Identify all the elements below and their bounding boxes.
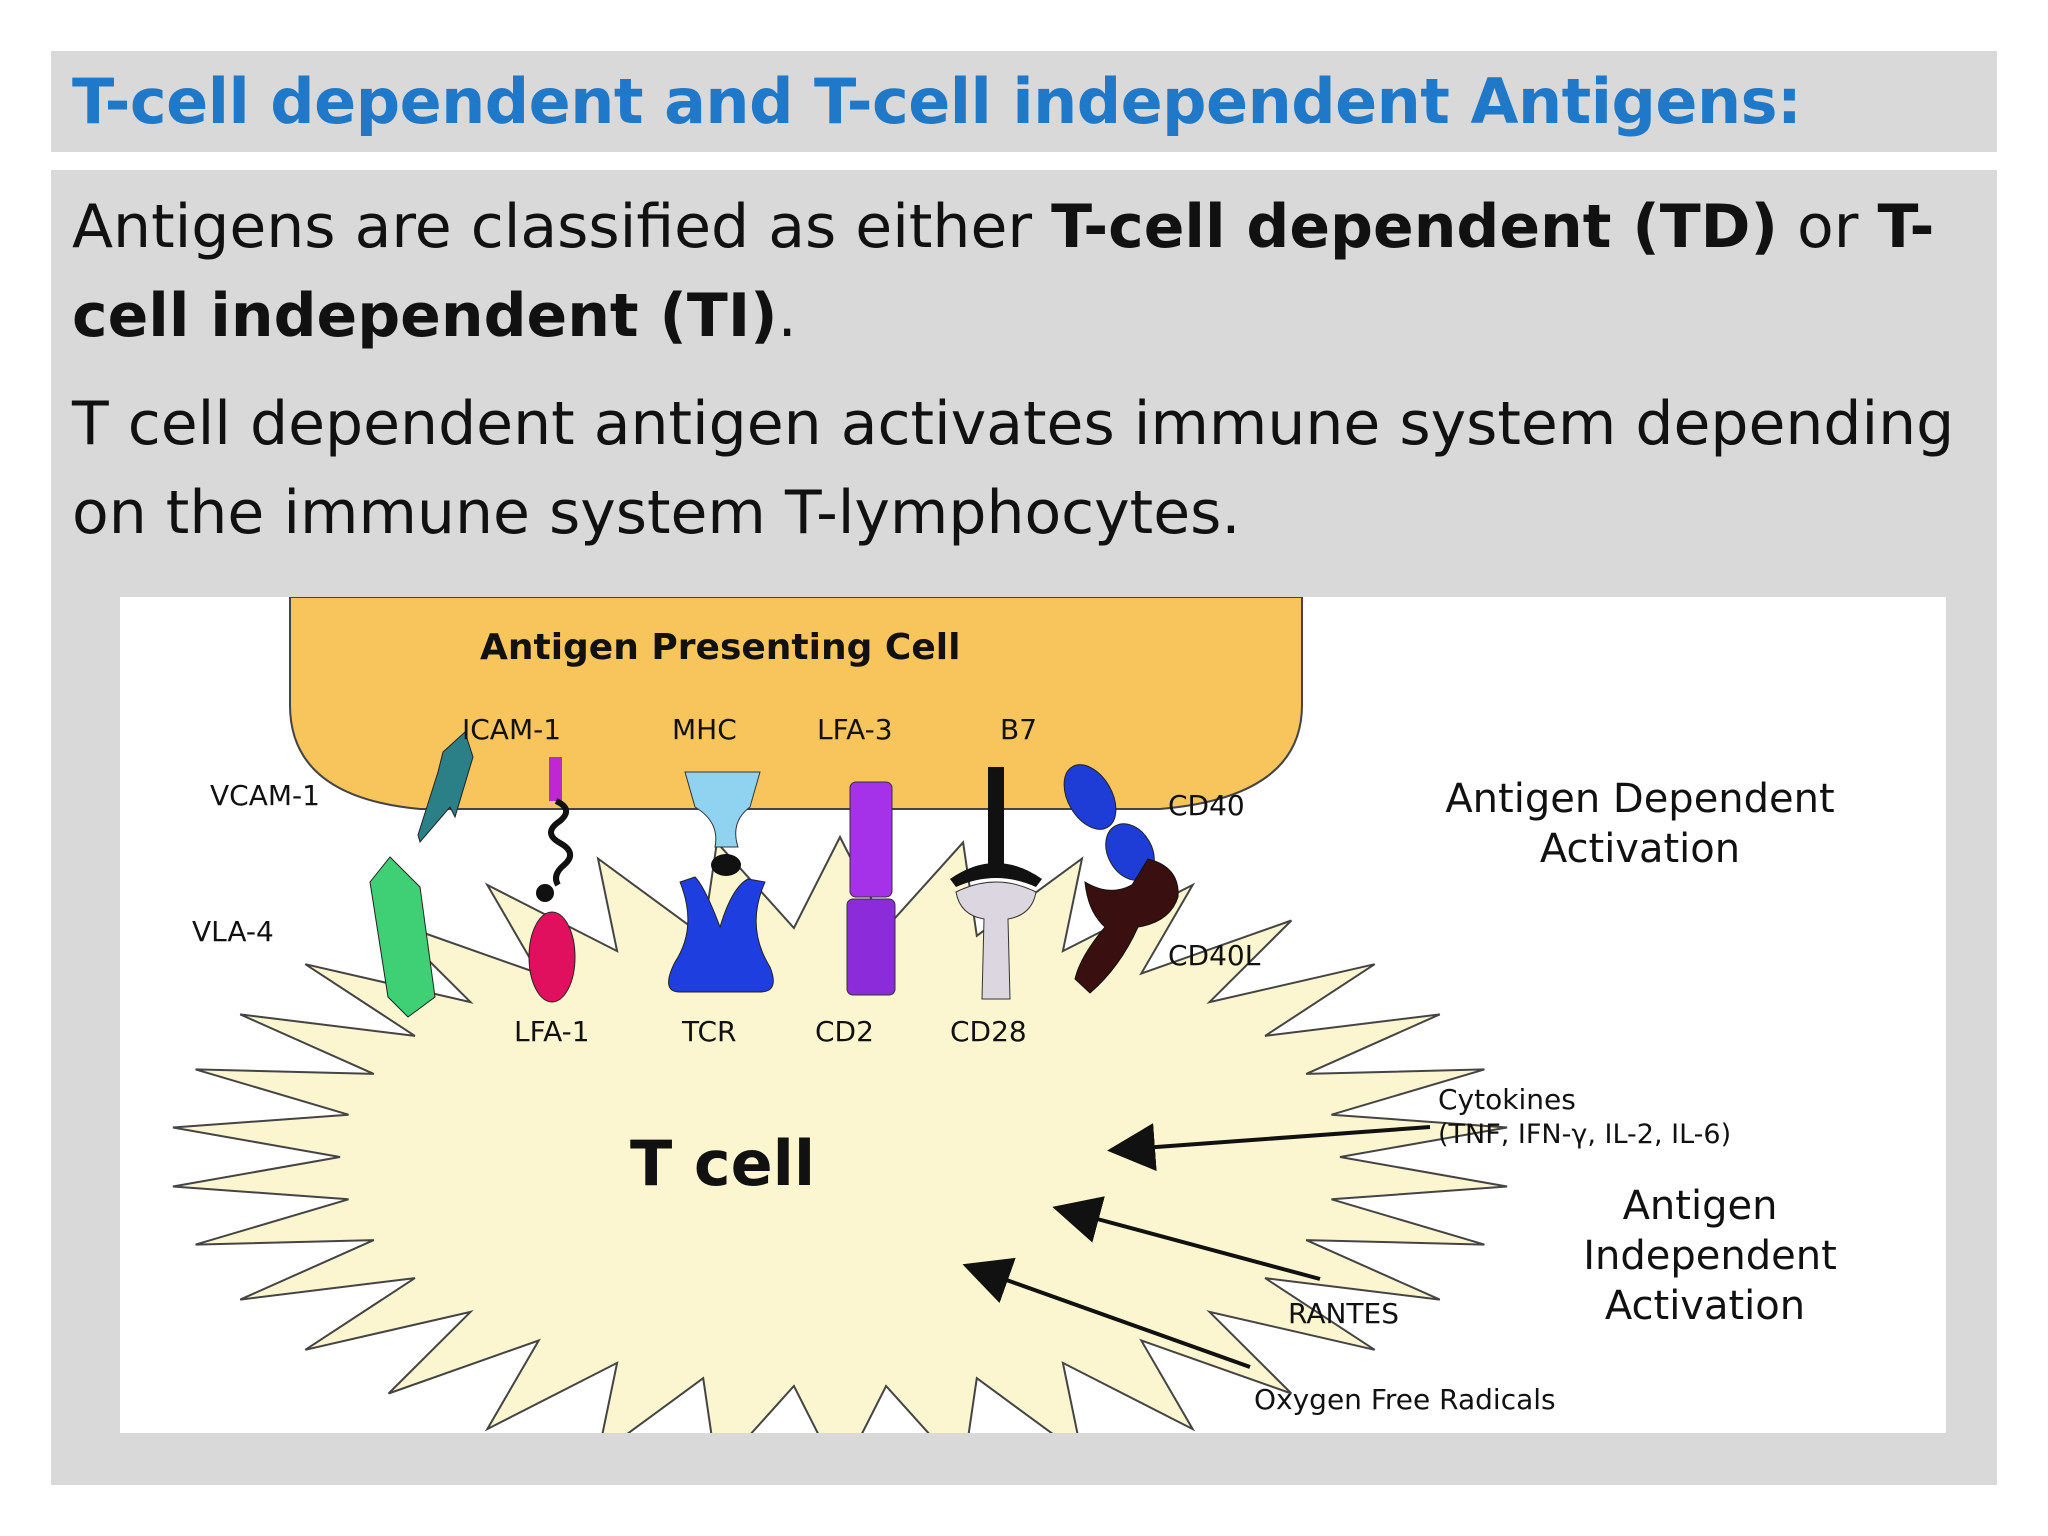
diagram-svg: Antigen Presenting Cell ICAM-1 MHC LFA-3… bbox=[172, 597, 1837, 1433]
tcell-shape bbox=[172, 834, 1508, 1433]
tcell-activation-diagram: Antigen Presenting Cell ICAM-1 MHC LFA-3… bbox=[120, 597, 1946, 1433]
b7-molecule-head bbox=[950, 863, 1042, 887]
cd40-label: CD40 bbox=[1168, 789, 1245, 822]
mhc-label: MHC bbox=[672, 713, 737, 746]
vla4-molecule bbox=[369, 856, 436, 1018]
vcam1-label: VCAM-1 bbox=[210, 779, 320, 812]
lfa3-molecule bbox=[849, 781, 893, 898]
slide-title: T-cell dependent and T-cell independent … bbox=[72, 65, 1802, 138]
cytokines-arrow bbox=[1107, 1123, 1431, 1172]
cytokines-list-label: (TNF, IFN-γ, IL-2, IL-6) bbox=[1438, 1119, 1731, 1150]
mhc-molecule bbox=[684, 771, 761, 848]
rantes-label: RANTES bbox=[1288, 1297, 1399, 1330]
title-bar: T-cell dependent and T-cell independent … bbox=[51, 51, 1997, 152]
vcam1-molecule bbox=[417, 731, 474, 844]
para1-text-or: or bbox=[1777, 192, 1878, 262]
para1-td-term: T-cell dependent (TD) bbox=[1051, 192, 1778, 262]
independent-activation-line1: Antigen bbox=[1623, 1183, 1778, 1229]
apc-cell-shape bbox=[289, 597, 1303, 810]
oxygen-radicals-label: Oxygen Free Radicals bbox=[1254, 1383, 1556, 1416]
independent-activation-line3: Activation bbox=[1605, 1283, 1805, 1329]
tcell-label: T cell bbox=[630, 1127, 815, 1200]
para1-period: . bbox=[777, 281, 797, 351]
apc-label: Antigen Presenting Cell bbox=[480, 627, 960, 668]
dependent-activation-line2: Activation bbox=[1540, 826, 1740, 872]
tcr-label: TCR bbox=[681, 1015, 736, 1048]
rantes-arrow bbox=[1052, 1196, 1321, 1281]
cd28-molecule bbox=[955, 881, 1037, 1000]
cd40l-label: CD40L bbox=[1168, 939, 1261, 972]
para1-text-a: Antigens are classified as either bbox=[72, 192, 1052, 262]
cd2-molecule bbox=[846, 898, 896, 996]
cd28-label: CD28 bbox=[950, 1015, 1027, 1048]
independent-activation-line2: Independent bbox=[1583, 1233, 1837, 1279]
paragraph-classification: Antigens are classified as either T-cell… bbox=[72, 183, 1972, 361]
icam1-molecule bbox=[549, 757, 562, 801]
lfa1-label: LFA-1 bbox=[514, 1015, 590, 1048]
cd40l-molecule bbox=[1074, 858, 1179, 994]
cd40-molecule-upper bbox=[1063, 764, 1117, 830]
icam1-label: ICAM-1 bbox=[462, 713, 561, 746]
cd2-label: CD2 bbox=[815, 1015, 874, 1048]
b7-molecule-stem bbox=[988, 767, 1004, 867]
paragraph-td-definition: T cell dependent antigen activates immun… bbox=[72, 389, 1955, 548]
oxygen-radicals-arrow bbox=[962, 1257, 1251, 1369]
lfa1-molecule bbox=[528, 911, 576, 1003]
para1-ti-term: T-cell independent (TI) bbox=[72, 192, 1935, 351]
vla4-label: VLA-4 bbox=[192, 915, 274, 948]
tcr-molecule bbox=[668, 876, 774, 993]
b7-label: B7 bbox=[1000, 713, 1037, 746]
icam1-linker bbox=[548, 798, 573, 887]
lfa3-label: LFA-3 bbox=[817, 713, 893, 746]
dependent-activation-line1: Antigen Dependent bbox=[1445, 776, 1834, 822]
cytokines-label: Cytokines bbox=[1438, 1083, 1576, 1116]
mhc-antigen-peptide bbox=[711, 854, 741, 876]
lfa1-head-dot bbox=[536, 884, 554, 902]
